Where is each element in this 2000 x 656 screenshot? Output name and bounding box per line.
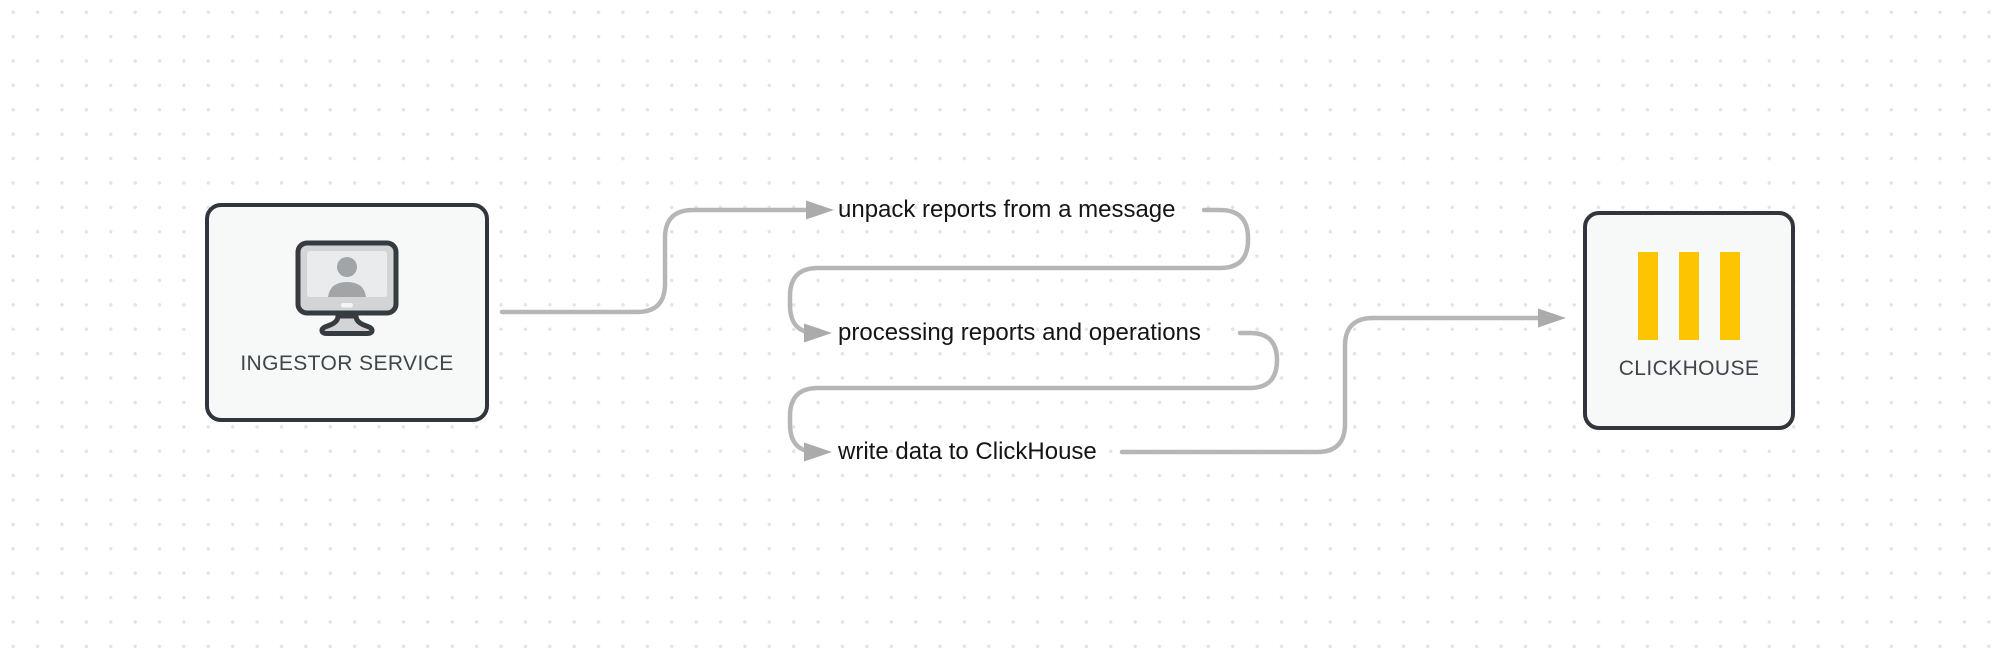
- arrowhead-icon: [804, 442, 832, 462]
- monitor-user-icon: [209, 240, 485, 340]
- clickhouse-bars-icon: [1587, 248, 1791, 340]
- clickhouse-bar: [1720, 252, 1740, 340]
- clickhouse-bar: [1679, 252, 1699, 340]
- step-label-write[interactable]: write data to ClickHouse: [838, 438, 1097, 465]
- arrowhead-icon: [804, 323, 832, 343]
- connector-step1-to-step2: [787, 207, 1251, 336]
- step-label-processing[interactable]: processing reports and operations: [838, 319, 1201, 346]
- step-label-unpack[interactable]: unpack reports from a message: [838, 196, 1176, 223]
- connector-step2-to-step3: [787, 330, 1280, 455]
- connector-ingestor-to-step1: [499, 207, 809, 315]
- node-ingestor-service[interactable]: INGESTOR SERVICE: [205, 203, 489, 422]
- arrowhead-icon: [1538, 308, 1566, 328]
- node-label-ingestor: INGESTOR SERVICE: [240, 352, 454, 375]
- arrowhead-icon: [806, 200, 834, 220]
- clickhouse-bar: [1638, 252, 1658, 340]
- node-label-clickhouse: CLICKHOUSE: [1618, 357, 1760, 380]
- node-clickhouse[interactable]: CLICKHOUSE: [1583, 211, 1795, 430]
